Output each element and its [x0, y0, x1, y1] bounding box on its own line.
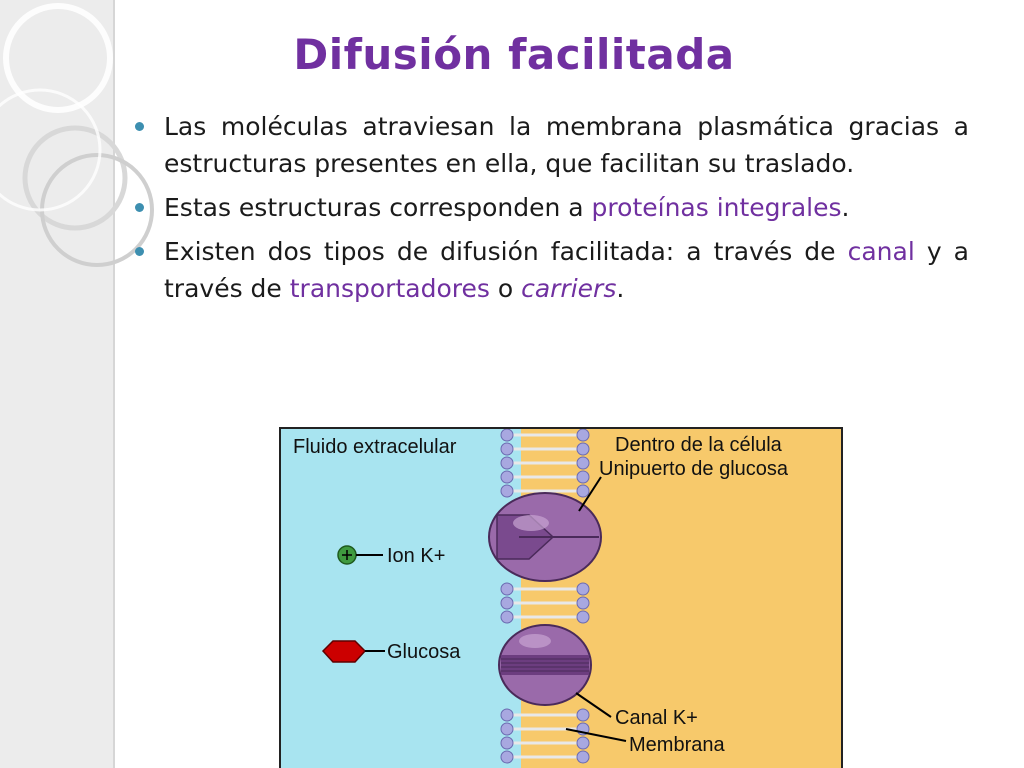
sidebar-divider: [113, 0, 115, 768]
highlight-term: transportadores: [289, 274, 490, 303]
bullet-text: o: [489, 274, 522, 303]
lipid-head: [500, 736, 514, 750]
lipid-head: [500, 429, 514, 442]
lipid-head: [500, 610, 514, 624]
bullet-text: .: [616, 274, 625, 303]
channel-label: Canal K+: [615, 707, 698, 729]
channel-protein: [498, 624, 592, 706]
lipid-head: [500, 442, 514, 456]
glucose-label: Glucosa: [387, 641, 461, 663]
highlight-term: canal: [847, 237, 915, 266]
extracellular-region: [281, 429, 521, 768]
lipid-head: [500, 456, 514, 470]
lipid-head: [500, 722, 514, 736]
bullet-dot-icon: [135, 247, 144, 256]
bullet-text: y a través de: [164, 237, 969, 303]
lipid-head: [500, 484, 514, 498]
sidebar-panel: [0, 0, 113, 768]
lipid-head: [576, 610, 590, 624]
lipid-head: [576, 750, 590, 764]
bullet-dot-icon: [135, 122, 144, 131]
membrane-label: Membrana: [629, 734, 725, 756]
lipid-head: [576, 470, 590, 484]
lipid-head: [500, 470, 514, 484]
lipid-head: [576, 484, 590, 498]
ion-label: Ion K+: [387, 545, 445, 567]
bullet-text: Estas estructuras corresponden a: [164, 193, 592, 222]
lipid-head: [576, 736, 590, 750]
lipid-head: [500, 596, 514, 610]
uniporter-label: Unipuerto de glucosa: [599, 458, 789, 480]
bullet-item: Las moléculas atraviesan la membrana pla…: [133, 108, 969, 182]
lipid-head: [576, 708, 590, 722]
glucose-icon: [321, 640, 385, 663]
lipid-head: [500, 582, 514, 596]
lipid-head: [576, 596, 590, 610]
channel-pointer: [575, 692, 612, 718]
lipid-head: [576, 456, 590, 470]
uniporter-pointer: [578, 476, 602, 512]
decorative-circles: [0, 3, 154, 267]
membrane-diagram-svg: Fluido extracelular Dentro de la célula …: [281, 429, 841, 768]
lipid-head: [576, 429, 590, 442]
highlight-term: carriers: [521, 274, 617, 303]
lipid-head: [576, 582, 590, 596]
uniporter-protein: [488, 492, 602, 582]
membrane-pointer: [565, 728, 627, 742]
bullet-dot-icon: [135, 203, 144, 212]
slide-title: Difusión facilitada: [293, 30, 735, 79]
bullet-text: Existen dos tipos de difusión facilitada…: [164, 237, 848, 266]
bullet-item: Existen dos tipos de difusión facilitada…: [133, 233, 969, 307]
lipid-head: [500, 708, 514, 722]
bullet-text: Las moléculas atraviesan la membrana pla…: [164, 112, 969, 178]
lipid-head: [500, 750, 514, 764]
bullet-list: Las moléculas atraviesan la membrana pla…: [133, 108, 969, 314]
extracellular-label: Fluido extracelular: [293, 436, 457, 458]
potassium-ion-icon: [337, 545, 383, 565]
inside-cell-label: Dentro de la célula: [615, 434, 783, 456]
highlight-term: proteínas integrales: [591, 193, 842, 222]
bullet-item: Estas estructuras corresponden a proteín…: [133, 189, 969, 226]
membrane-diagram: Fluido extracelular Dentro de la célula …: [279, 427, 843, 768]
bullet-text: .: [841, 193, 850, 222]
cytoplasm-region: [521, 429, 841, 768]
lipid-head: [576, 442, 590, 456]
